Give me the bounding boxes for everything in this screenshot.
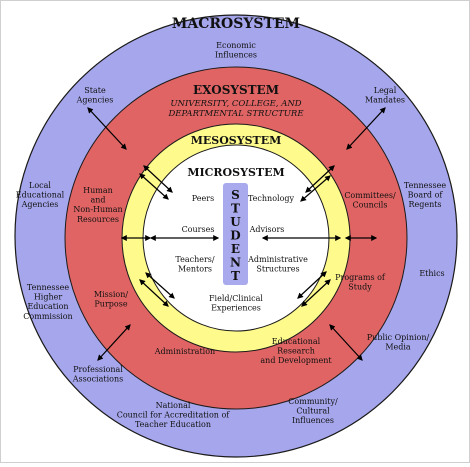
- student-letter: N: [230, 256, 241, 270]
- student-letter: E: [231, 242, 240, 256]
- student-letter: T: [231, 202, 240, 216]
- double-arrow: [97, 324, 131, 361]
- student-bar: [223, 183, 248, 285]
- diagram-label-committees: Committees/Councils: [344, 191, 396, 210]
- arrows: [87, 107, 386, 361]
- double-arrow: [329, 324, 363, 361]
- diagram-label-admin: Administration: [154, 347, 215, 356]
- diagram-label-ethics: Ethics: [419, 269, 444, 278]
- exosystem-subtitle-line: UNIVERSITY, COLLEGE, AND: [170, 99, 301, 109]
- student-letter: T: [231, 269, 240, 283]
- microsystem-title: MICROSYSTEM: [187, 166, 284, 179]
- double-arrow: [297, 271, 327, 299]
- mesosystem-title: MESOSYSTEM: [191, 134, 282, 147]
- macrosystem-title: MACROSYSTEM: [172, 16, 300, 32]
- double-arrow: [143, 165, 173, 193]
- diagram-label-teachers: Teachers/Mentors: [175, 255, 215, 274]
- exosystem-title: EXOSYSTEM: [193, 83, 279, 97]
- diagram-label-advisors: Advisors: [249, 225, 285, 234]
- diagram-label-courses: Courses: [182, 225, 215, 234]
- diagram-label-technology: Technology: [248, 194, 295, 203]
- double-arrow: [145, 272, 175, 299]
- double-arrow: [300, 175, 331, 202]
- double-arrow: [87, 107, 127, 150]
- diagram-label-public: Public Opinion/Media: [367, 333, 430, 352]
- diagram-label-peers: Peers: [192, 194, 214, 203]
- double-arrow: [346, 107, 386, 150]
- student-letter: S: [231, 188, 240, 202]
- student-letter: D: [230, 229, 240, 243]
- exosystem-subtitle-line: DEPARTMENTAL STRUCTURE: [167, 109, 304, 119]
- student-letter: U: [230, 215, 241, 229]
- diagram-label-mission: Mission/Purpose: [94, 290, 128, 309]
